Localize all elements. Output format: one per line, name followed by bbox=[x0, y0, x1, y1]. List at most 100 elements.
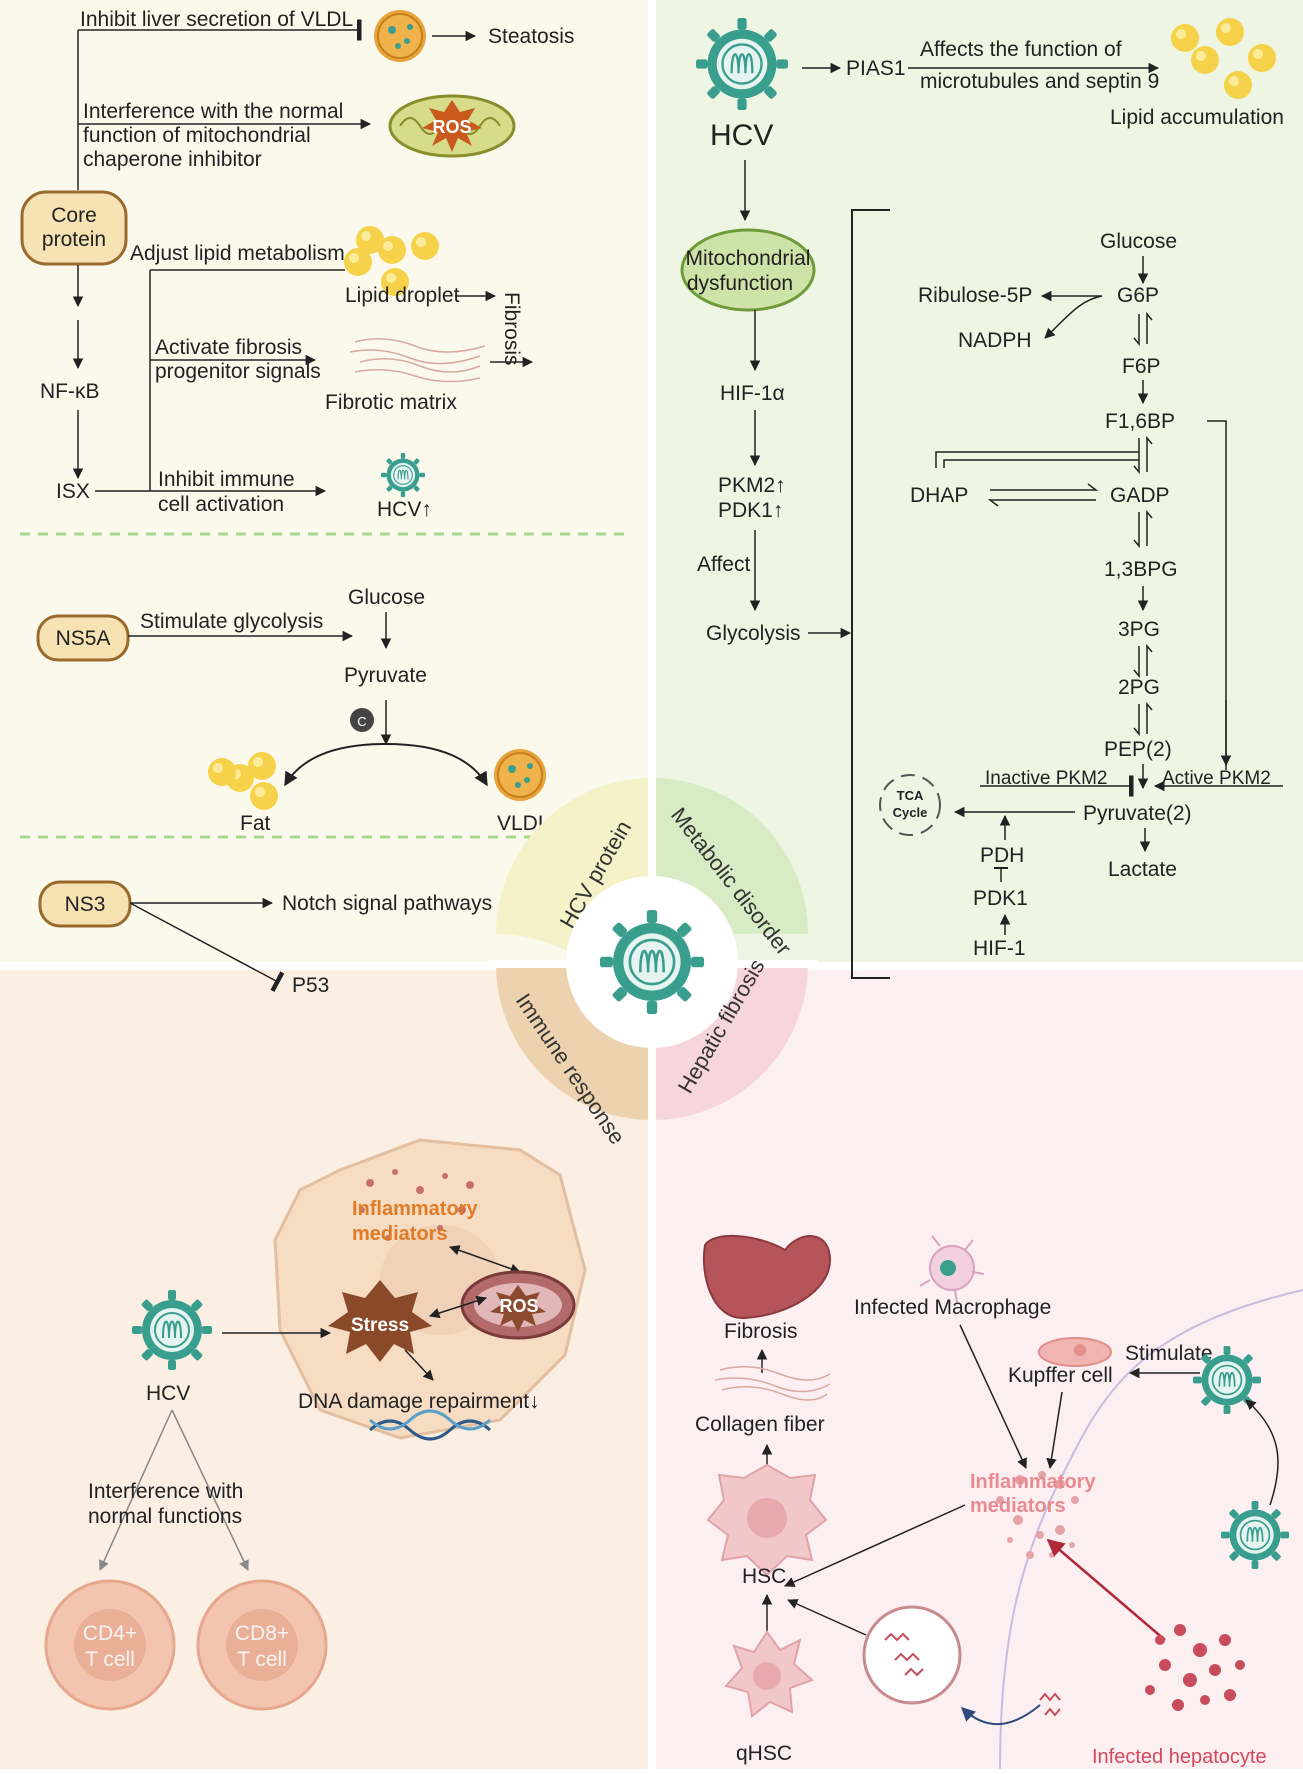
eq-4 bbox=[1133, 701, 1153, 737]
cd4-label-1: CD4+ bbox=[83, 1622, 137, 1645]
core-label-1: Core bbox=[51, 204, 97, 227]
glucose-label: Glucose bbox=[348, 586, 425, 609]
fibrotic-matrix-label: Fibrotic matrix bbox=[325, 391, 457, 414]
qhsc-cell bbox=[724, 1630, 814, 1718]
qhsc-label: qHSC bbox=[736, 1742, 792, 1765]
ros-label: ROS bbox=[432, 117, 471, 137]
tca-label-1: TCA bbox=[897, 788, 924, 803]
p-ribulose: Ribulose-5P bbox=[918, 284, 1032, 307]
mito-dys-label-2: dysfunction bbox=[687, 272, 793, 295]
panel-hcv-protein-bg bbox=[0, 0, 648, 962]
tca-cycle-icon: TCA Cycle bbox=[879, 774, 941, 836]
activate-label-1: Activate fibrosis bbox=[155, 336, 302, 359]
ns5a-section: NS5A Stimulate glycolysis Glucose Pyruva… bbox=[36, 586, 550, 835]
mediator-dots-2 bbox=[996, 1471, 1079, 1559]
kupffer-label: Kupffer cell bbox=[1008, 1364, 1113, 1387]
cd4-label-2: T cell bbox=[85, 1648, 135, 1671]
p-pyruvate: Pyruvate(2) bbox=[1083, 802, 1192, 825]
activate-label-2: progenitor signals bbox=[155, 360, 321, 383]
ns5a-label: NS5A bbox=[56, 627, 111, 650]
p53-label: P53 bbox=[292, 974, 329, 997]
infl-label-2: mediators bbox=[352, 1223, 448, 1245]
hcv-up-label: HCV↑ bbox=[377, 498, 432, 521]
p-pep: PEP(2) bbox=[1104, 738, 1172, 761]
stim-label: Stimulate glycolysis bbox=[140, 610, 323, 633]
p-gadp: GADP bbox=[1110, 484, 1170, 507]
liver-label: Inhibit liver secretion of VLDL bbox=[80, 8, 353, 31]
vldl-label: VLDL bbox=[497, 812, 550, 835]
core-protein-section: Inhibit liver secretion of VLDL Steatosi… bbox=[20, 8, 574, 521]
immune-label-2: cell activation bbox=[158, 493, 284, 516]
vesicle-icon bbox=[862, 1605, 962, 1705]
stress-label: Stress bbox=[351, 1315, 409, 1336]
tca-label-2: Cycle bbox=[893, 805, 928, 820]
dna-icon bbox=[368, 1409, 492, 1441]
mito-label-2: function of mitochondrial bbox=[83, 124, 311, 147]
nfkb-label: NF-κB bbox=[40, 380, 100, 403]
pdk1-label: PDK1↑ bbox=[718, 499, 783, 522]
cd8-label-1: CD8+ bbox=[235, 1622, 289, 1645]
interf-label-2: normal functions bbox=[88, 1505, 242, 1528]
hcv-title: HCV bbox=[710, 119, 773, 152]
p-2pg: 2PG bbox=[1118, 676, 1160, 699]
macrophage-icon bbox=[919, 1235, 985, 1303]
affects-label-2: microtubules and septin 9 bbox=[920, 70, 1159, 93]
mito-label-3: chaperone inhibitor bbox=[83, 148, 262, 171]
hsc-label: HSC bbox=[742, 1565, 786, 1588]
mitochondrion-ros-2: ROS bbox=[460, 1270, 576, 1340]
vldl-icon-2 bbox=[493, 748, 547, 802]
p-glucose: Glucose bbox=[1100, 230, 1177, 253]
glycolysis-pathway: Glucose G6P Ribulose-5P NADPH F6P F1,6BP… bbox=[879, 230, 1283, 960]
mito-label-1: Interference with the normal bbox=[83, 100, 343, 123]
kupffer-icon bbox=[1038, 1337, 1112, 1367]
panel-metabolic-bg bbox=[656, 0, 1303, 962]
hcv-small-icon bbox=[380, 452, 426, 498]
dna-label: DNA damage repairment↓ bbox=[298, 1390, 540, 1413]
core-protein-node: Core protein bbox=[20, 190, 128, 266]
mito-dys-label-1: Mitochondrial bbox=[686, 247, 811, 270]
c-label: C bbox=[357, 714, 366, 729]
p-hif1: HIF-1 bbox=[973, 937, 1026, 960]
p-pdk1: PDK1 bbox=[973, 887, 1028, 910]
cd4-cell: CD4+ T cell bbox=[44, 1579, 176, 1711]
mitochondrion-ros-icon: ROS bbox=[388, 94, 516, 158]
mediator-dots bbox=[359, 1169, 474, 1241]
ns3-label: NS3 bbox=[65, 893, 106, 916]
eq-2 bbox=[1133, 509, 1153, 549]
macrophage-label: Infected Macrophage bbox=[854, 1296, 1051, 1319]
cd8-label-2: T cell bbox=[237, 1648, 287, 1671]
fibrotic-matrix-icon bbox=[349, 338, 486, 383]
center-hub: HCV protein Metabolic disorder Immune re… bbox=[488, 770, 818, 1149]
pathway-bracket bbox=[851, 209, 890, 979]
hepatocyte-label: Infected hepatocyte bbox=[1092, 1746, 1267, 1768]
liver-icon bbox=[702, 1234, 832, 1320]
hcv-virus-icon-4 bbox=[1220, 1500, 1290, 1570]
vldl-icon bbox=[373, 9, 427, 63]
steatosis-label: Steatosis bbox=[488, 25, 574, 48]
p-g6p: G6P bbox=[1117, 284, 1159, 307]
pkm2-label: PKM2↑ bbox=[718, 474, 786, 497]
p-active: Active PKM2 bbox=[1162, 768, 1271, 789]
pyruvate-label: Pyruvate bbox=[344, 664, 427, 687]
eq-1 bbox=[1133, 311, 1153, 347]
interf-label-1: Interference with bbox=[88, 1480, 243, 1503]
p-13bpg: 1,3BPG bbox=[1104, 558, 1178, 581]
infl-label-4: mediators bbox=[970, 1495, 1066, 1517]
pias1-label: PIAS1 bbox=[846, 57, 906, 80]
p-dhap: DHAP bbox=[910, 484, 968, 507]
eq-3 bbox=[1133, 643, 1153, 679]
infl-label-3: Inflammatory bbox=[970, 1471, 1096, 1493]
ros-label-2: ROS bbox=[499, 1296, 538, 1316]
p-inactive: Inactive PKM2 bbox=[985, 768, 1108, 789]
immune-section: Inflammatory mediators ROS Stress DNA da… bbox=[44, 1138, 587, 1711]
stress-star bbox=[328, 1280, 432, 1362]
hcv-virus-icon bbox=[694, 16, 790, 112]
cd8-cell: CD8+ T cell bbox=[196, 1579, 328, 1711]
hepatocyte-dots bbox=[1145, 1624, 1245, 1711]
infl-label-1: Inflammatory bbox=[352, 1198, 478, 1220]
p-3pg: 3PG bbox=[1118, 618, 1160, 641]
hub-virus-icon bbox=[598, 908, 706, 1016]
collagen-icon bbox=[714, 1366, 831, 1401]
